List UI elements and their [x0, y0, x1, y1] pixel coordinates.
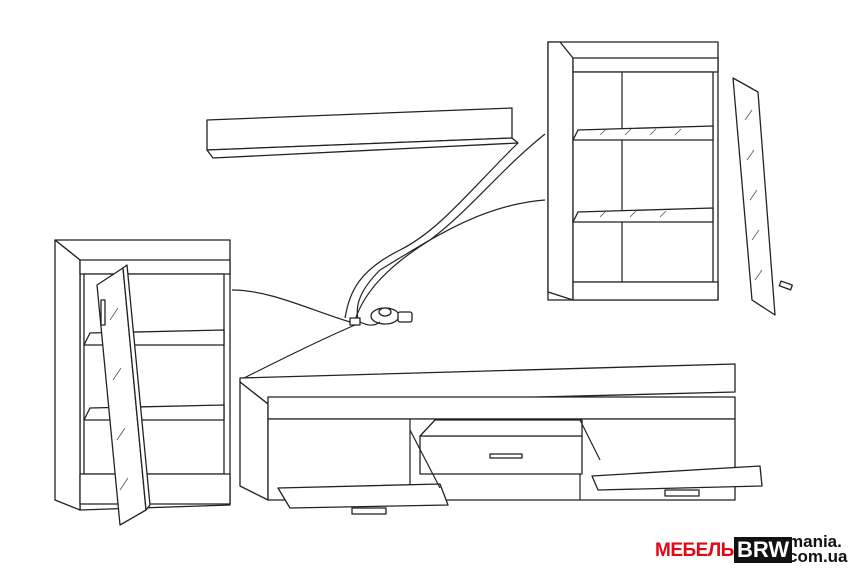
tv-stand	[239, 363, 763, 515]
flap-door-left	[277, 483, 449, 509]
logo-box: BRW	[734, 537, 793, 563]
logo-domain-2: com.ua	[788, 547, 848, 566]
logo-domain-1: mania.	[788, 532, 842, 551]
flap-door-right	[591, 465, 763, 491]
logo-prefix: МЕБЕЛЬ	[655, 540, 734, 561]
wall-display-cabinet	[547, 41, 793, 316]
power-cables	[231, 133, 546, 381]
wall-shelf	[206, 107, 519, 159]
glass-door	[732, 77, 776, 316]
tall-display-cabinet	[54, 239, 231, 526]
led-switch-and-adapter	[349, 307, 413, 326]
